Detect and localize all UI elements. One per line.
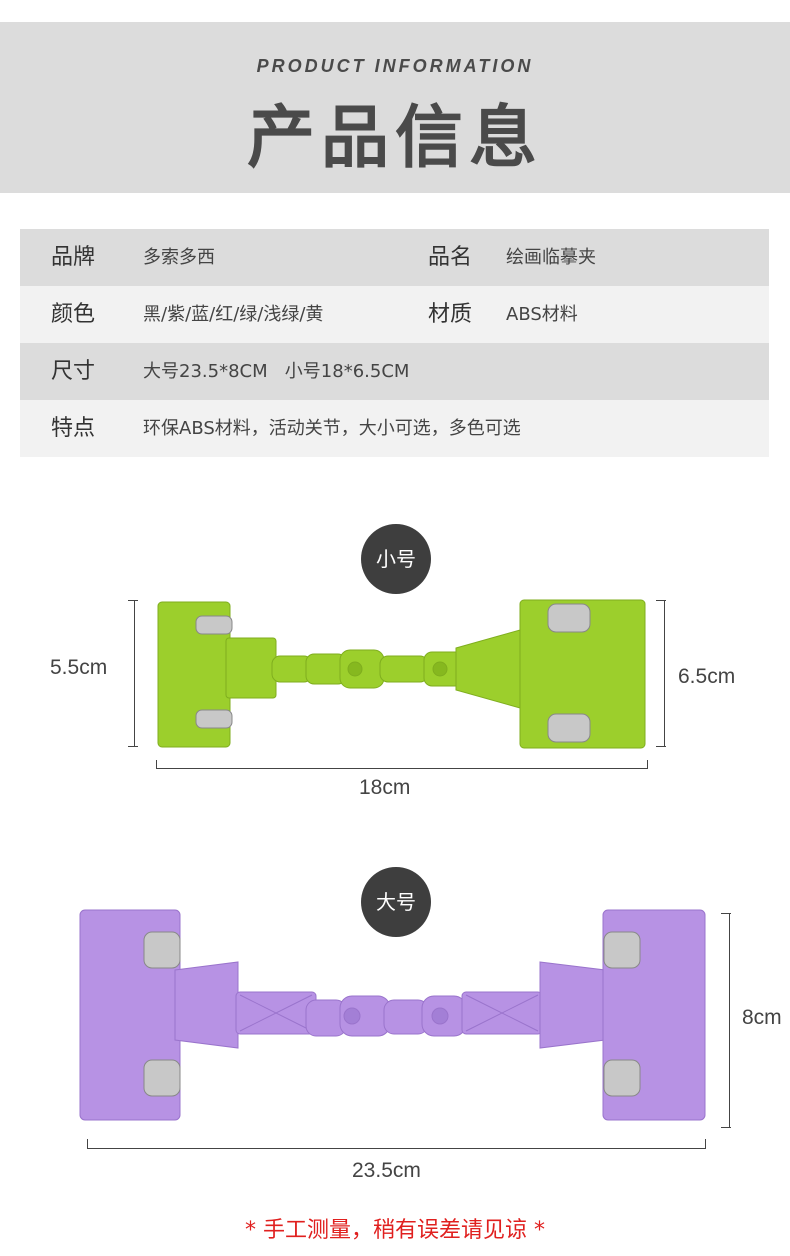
spec-value: 绘画临摹夹 (506, 247, 596, 268)
large-clip-illustration (79, 909, 706, 1121)
small-right-tick-top (656, 600, 666, 601)
small-left-tick-top (128, 600, 138, 601)
small-right-height-line (664, 600, 665, 747)
spec-value: ABS材料 (506, 304, 578, 325)
large-height-tick-bottom (721, 1127, 731, 1128)
spec-row: 特点 环保ABS材料，活动关节，大小可选，多色可选 (20, 400, 769, 457)
size-badge-small: 小号 (361, 524, 431, 594)
large-width-label: 23.5cm (352, 1159, 421, 1182)
spec-value: 大号23.5*8CM 小号18*6.5CM (143, 361, 410, 382)
spec-key: 颜色 (51, 302, 96, 327)
small-right-tick-bottom (656, 746, 666, 747)
small-right-height-label: 6.5cm (678, 665, 736, 688)
spec-key: 材质 (428, 302, 473, 327)
spec-key: 品牌 (51, 245, 96, 270)
measurement-note: * 手工测量，稍有误差请见谅 * (245, 1218, 545, 1243)
small-clip-illustration (157, 599, 646, 749)
large-height-line (729, 913, 730, 1128)
small-width-label: 18cm (359, 776, 411, 799)
small-left-height-line (134, 600, 135, 747)
small-width-tick-left (156, 760, 157, 769)
banner-subtitle: PRODUCT INFORMATION (256, 56, 534, 76)
header-banner: PRODUCT INFORMATION 产品信息 (0, 22, 790, 193)
large-width-tick-right (705, 1139, 706, 1149)
spec-row: 品牌 多索多西 品名 绘画临摹夹 (20, 229, 769, 286)
large-width-line (87, 1148, 706, 1149)
size-badge-large: 大号 (361, 867, 431, 937)
banner-title: 产品信息 (246, 99, 543, 178)
small-width-tick-right (647, 760, 648, 769)
spec-row: 颜色 黑/紫/蓝/红/绿/浅绿/黄 材质 ABS材料 (20, 286, 769, 343)
small-left-tick-bottom (128, 746, 138, 747)
small-left-height-label: 5.5cm (50, 656, 108, 679)
small-width-line (156, 768, 648, 769)
spec-value: 环保ABS材料，活动关节，大小可选，多色可选 (143, 418, 521, 439)
spec-value: 多索多西 (143, 247, 215, 268)
spec-key: 品名 (428, 245, 473, 270)
large-height-tick-top (721, 913, 731, 914)
spec-table: 品牌 多索多西 品名 绘画临摹夹 颜色 黑/紫/蓝/红/绿/浅绿/黄 材质 AB… (20, 229, 769, 457)
spec-key: 尺寸 (51, 359, 96, 384)
spec-row: 尺寸 大号23.5*8CM 小号18*6.5CM (20, 343, 769, 400)
large-height-label: 8cm (742, 1006, 782, 1029)
spec-key: 特点 (51, 416, 96, 441)
large-width-tick-left (87, 1139, 88, 1149)
spec-value: 黑/紫/蓝/红/绿/浅绿/黄 (143, 304, 324, 325)
